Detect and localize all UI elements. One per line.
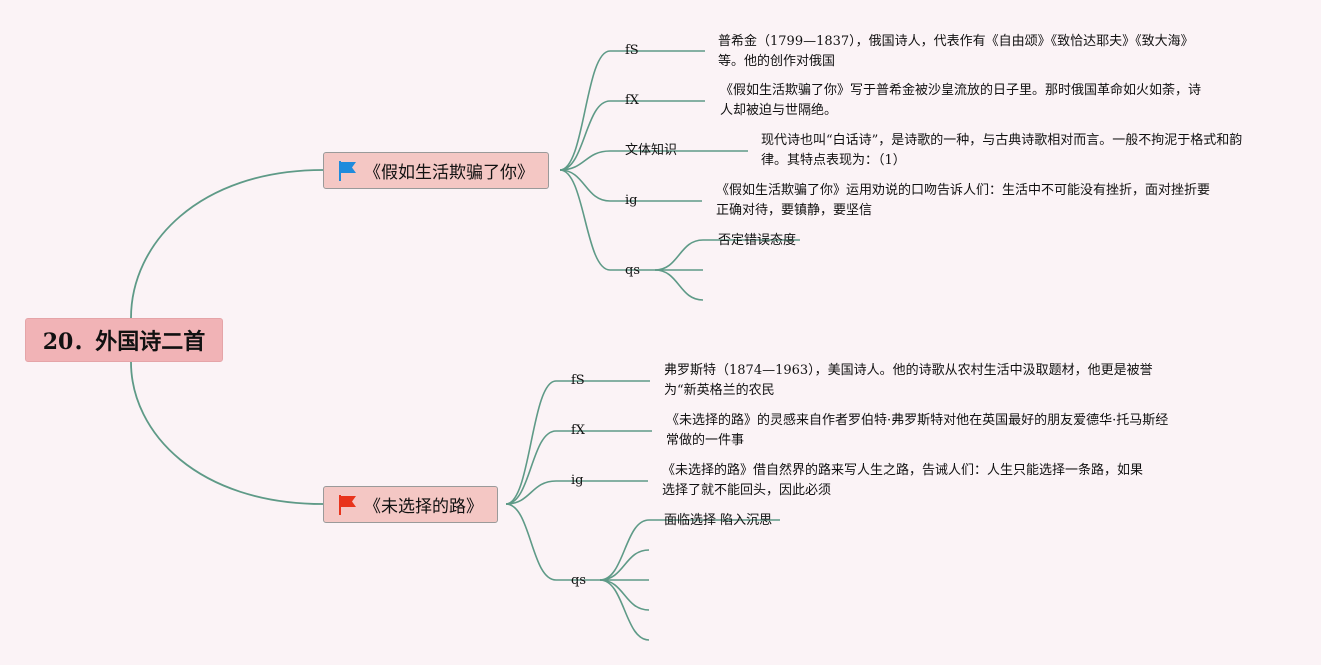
poem2-branch-fx-label[interactable]: fX [571, 423, 586, 438]
connector-poem2-branch-2 [505, 430, 557, 505]
connector-poem1-branch-3 [559, 150, 611, 171]
poem2-branch-fx-text[interactable]: 《未选择的路》的灵感来自作者罗伯特·弗罗斯特对他在英国最好的朋友爱德华·托马斯经… [666, 413, 1169, 448]
red-flag-icon [339, 494, 356, 515]
poem1-branch-fx-text[interactable]: 《假如生活欺骗了你》写于普希金被沙皇流放的日子里。那时俄国革命如火如荼，诗人却被… [720, 83, 1202, 118]
poem1-branch-genre-label[interactable]: 文体知识 [625, 143, 678, 158]
connector-root-poem1 [130, 169, 324, 319]
connector-poem2-qs-child-2 [599, 549, 650, 581]
poem2-qs-child-1[interactable]: 面临选择 陷入沉思 [664, 513, 773, 528]
poem1-qs-child-1[interactable]: 否定错误态度 [718, 233, 797, 248]
poem2-title: 《未选择的路》 [364, 497, 483, 517]
poem2-branch-ig-text[interactable]: 《未选择的路》借自然界的路来写人生之路，告诫人们：人生只能选择一条路，如果选择了… [662, 463, 1144, 498]
poem1-branch-qs-label[interactable]: qs [625, 263, 640, 278]
poem1-branch-ig-text[interactable]: 《假如生活欺骗了你》运用劝说的口吻告诉人们：生活中不可能没有挫折，面对挫折要正确… [716, 183, 1211, 218]
poem1-branch-ig-label[interactable]: ig [625, 193, 638, 208]
connector-poem2-qs-child-5 [599, 579, 650, 641]
root-label: 20．外国诗二首 [42, 329, 206, 355]
connector-poem2-qs-child-4 [599, 579, 650, 611]
connector-poem1-branch-2 [559, 100, 611, 171]
connector-poem1-branch-4 [559, 169, 611, 202]
connector-poem1-branch-1 [559, 50, 611, 171]
blue-flag-icon [339, 160, 356, 181]
connector-poem1-qs-child-1 [654, 239, 704, 271]
poem1-branch-fx-label[interactable]: fX [625, 93, 640, 108]
poem2-branch-fs-label[interactable]: fS [571, 373, 585, 388]
poem1-branch-genre-text[interactable]: 现代诗也叫“白话诗”，是诗歌的一种，与古典诗歌相对而言。一般不拘泥于格式和韵律。… [761, 133, 1243, 168]
poem2-node[interactable]: 《未选择的路》 [323, 486, 498, 523]
poem2-branch-qs-label[interactable]: qs [571, 573, 586, 588]
poem1-branch-fs-label[interactable]: fS [625, 43, 639, 58]
poem2-branch-ig-label[interactable]: ig [571, 473, 584, 488]
poem1-node[interactable]: 《假如生活欺骗了你》 [323, 152, 549, 189]
connector-root-poem2 [130, 361, 324, 505]
connector-poem1-qs-child-3 [654, 269, 704, 301]
connector-poem2-branch-3 [505, 480, 557, 505]
poem1-branch-fs-text[interactable]: 普希金（1799—1837），俄国诗人，代表作有《自由颂》《致恰达耶夫》《致大海… [718, 34, 1194, 69]
root-node[interactable]: 20．外国诗二首 [25, 318, 223, 362]
connector-poem2-qs-child-1 [599, 519, 650, 581]
connector-poem2-branch-1 [505, 380, 557, 505]
poem2-branch-fs-text[interactable]: 弗罗斯特（1874—1963），美国诗人。他的诗歌从农村生活中汲取题材，他更是被… [664, 363, 1153, 398]
connector-poem2-branch-4 [505, 503, 557, 581]
connector-poem1-branch-5 [559, 169, 611, 271]
poem1-title: 《假如生活欺骗了你》 [364, 163, 534, 183]
